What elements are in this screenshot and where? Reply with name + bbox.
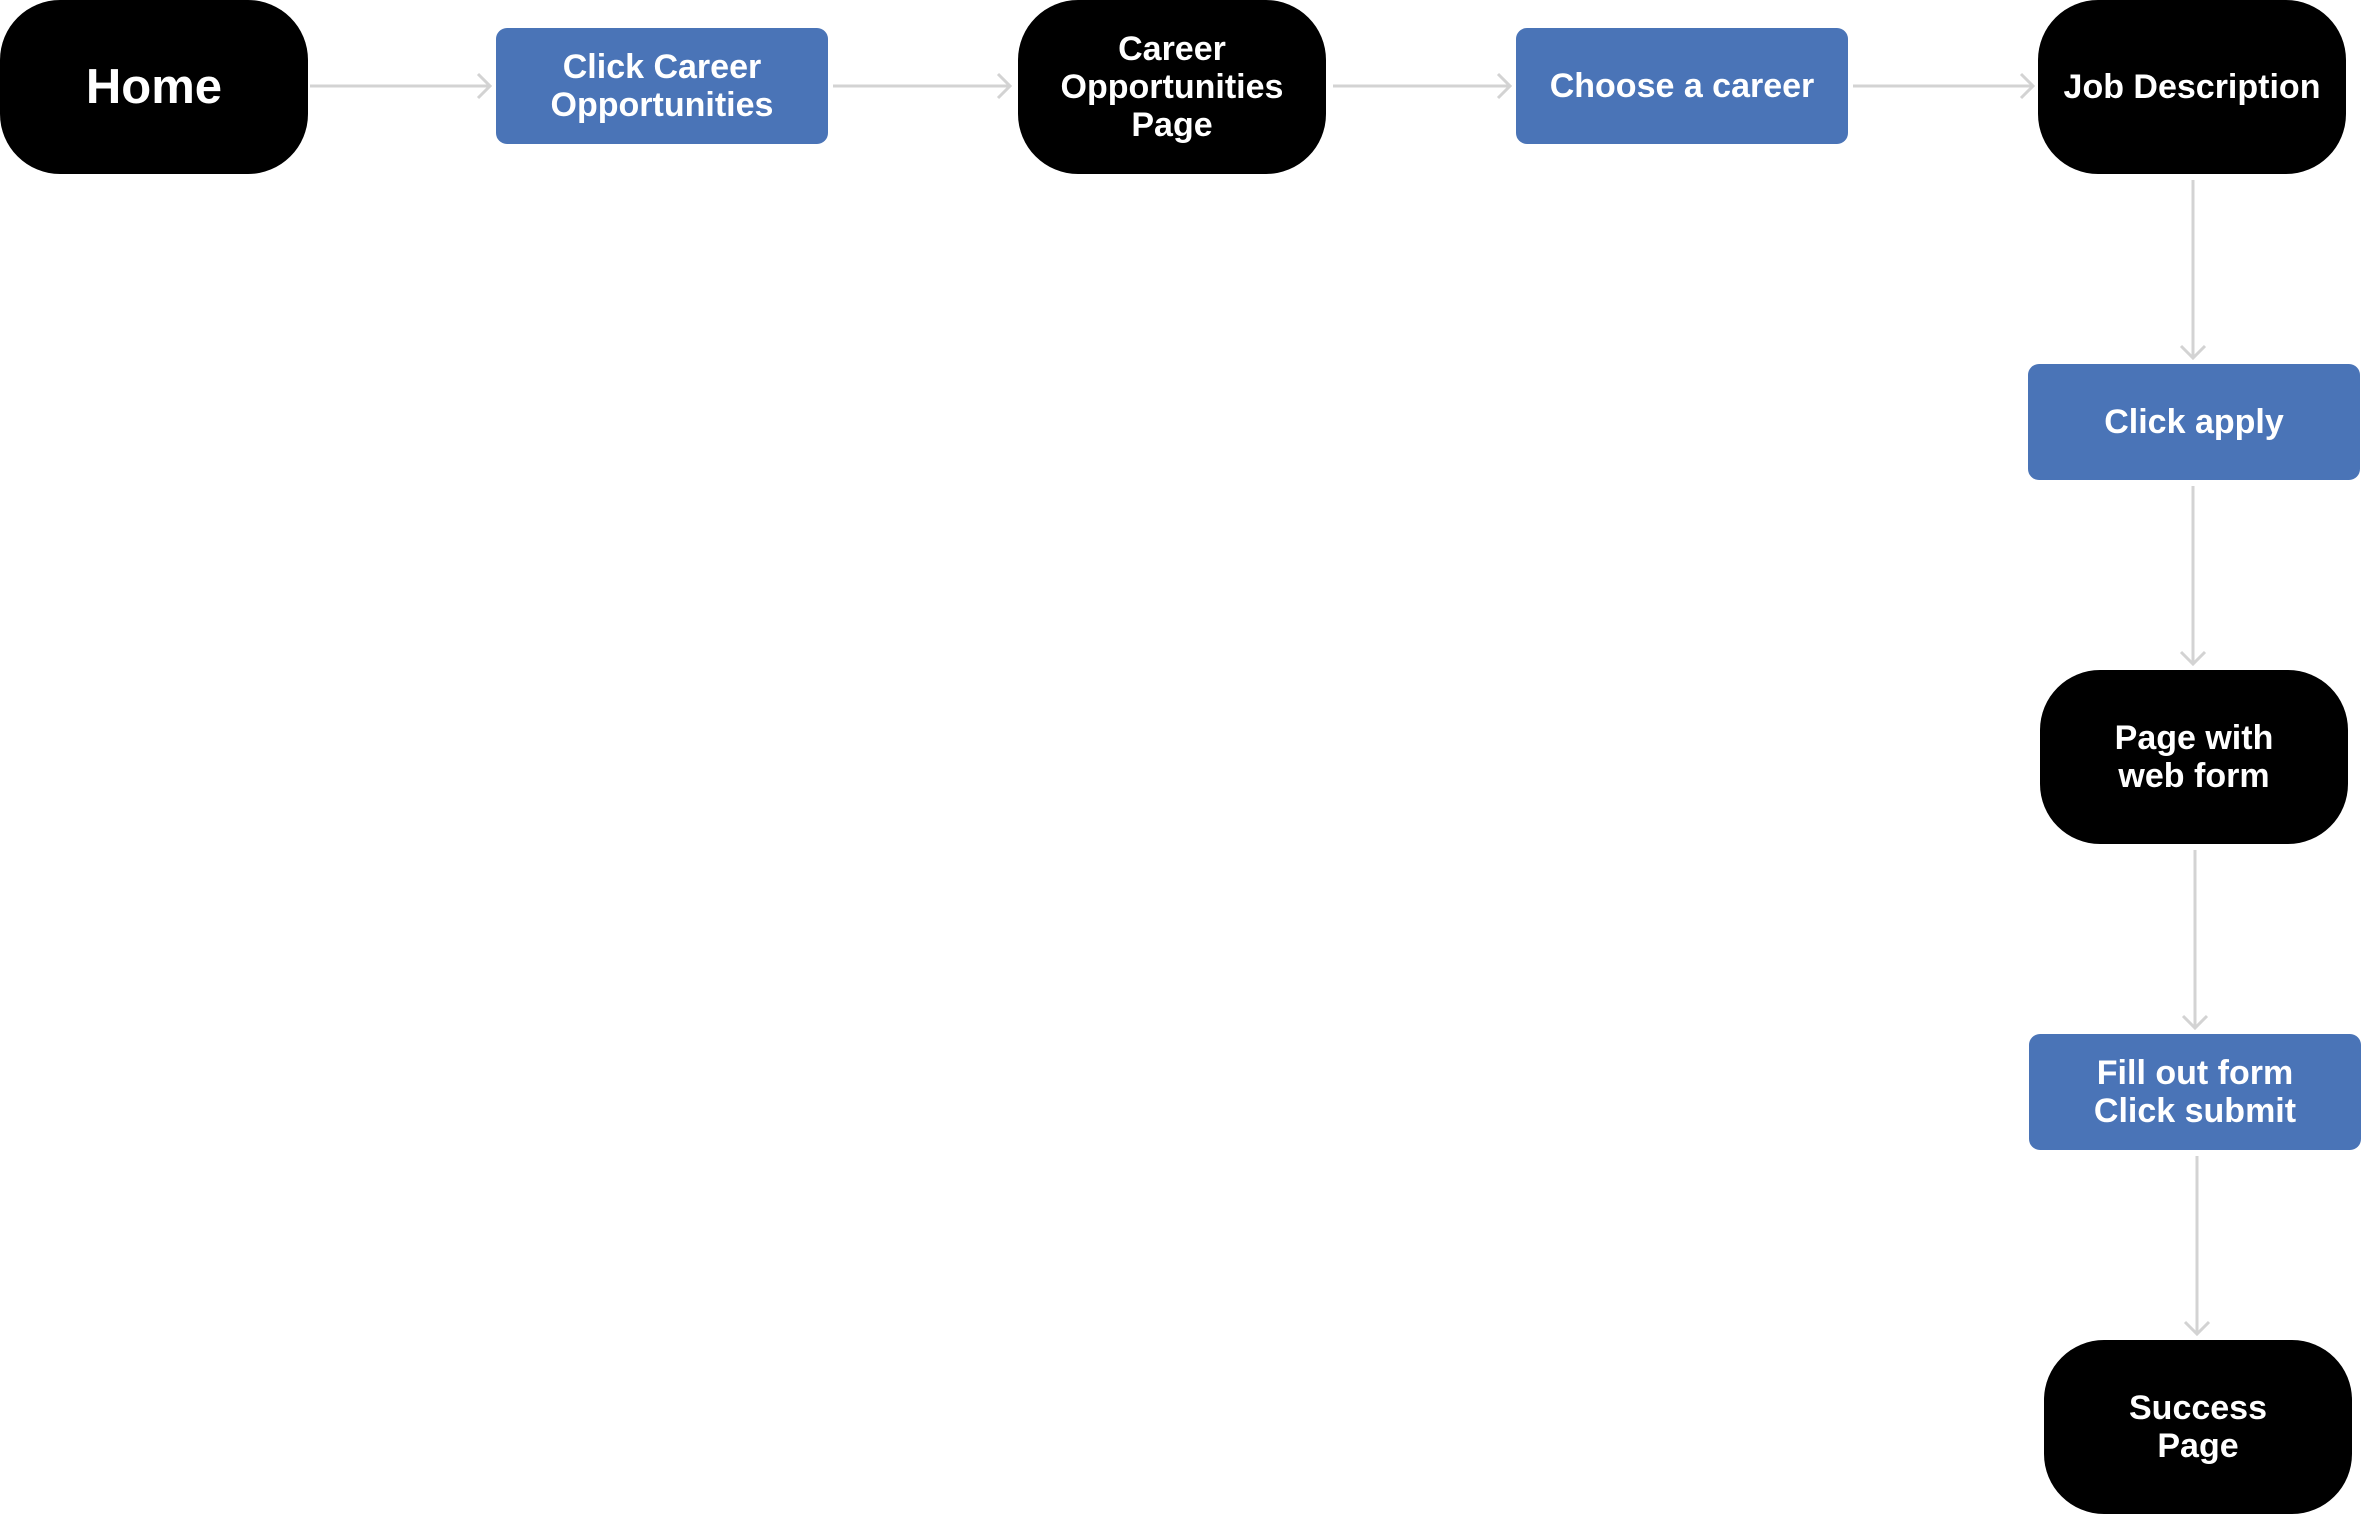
node-click-apply: Click apply	[2028, 364, 2360, 480]
edge-career-page-to-choose-career	[1333, 72, 1513, 100]
edge-click-apply-to-web-form-page	[2179, 486, 2207, 667]
edge-web-form-page-to-fill-form	[2181, 850, 2209, 1031]
node-click-career-opportunities: Click Career Opportunities	[496, 28, 828, 144]
edge-fill-form-to-success-page	[2183, 1156, 2211, 1337]
edge-click-career-to-career-page	[833, 72, 1013, 100]
node-job-description: Job Description	[2038, 0, 2346, 174]
node-career-opportunities-page: Career Opportunities Page	[1018, 0, 1326, 174]
edge-home-to-click-career	[310, 72, 493, 100]
node-home: Home	[0, 0, 308, 174]
node-fill-out-form-click-submit: Fill out form Click submit	[2029, 1034, 2361, 1150]
node-choose-a-career: Choose a career	[1516, 28, 1848, 144]
node-success-page: Success Page	[2044, 1340, 2352, 1514]
edge-choose-career-to-job-description	[1853, 72, 2036, 100]
node-page-with-web-form: Page with web form	[2040, 670, 2348, 844]
edge-job-description-to-click-apply	[2179, 180, 2207, 361]
